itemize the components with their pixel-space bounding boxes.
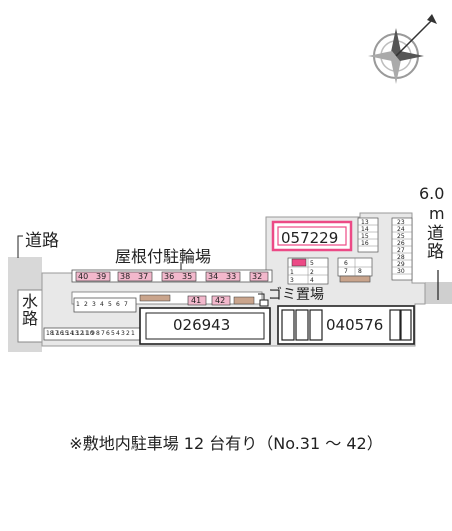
stall-label: 38 [120, 272, 131, 281]
lot-number: 6 [344, 260, 348, 267]
lot-number: 4 [116, 330, 120, 337]
lot-number: 10 [86, 330, 94, 337]
bike-stall [117, 271, 153, 282]
lot-number: 6 [116, 301, 120, 308]
road-unit-label: m [429, 204, 445, 223]
lot-number: 14 [361, 226, 369, 233]
lot-number: 3 [121, 330, 125, 337]
lot-number: 15 [361, 233, 369, 240]
lot-number: 29 [397, 261, 405, 268]
stall-label: 42 [215, 296, 226, 305]
stall-label: 41 [191, 296, 202, 305]
lot-number: 28 [397, 254, 405, 261]
lot-number: 3 [92, 301, 96, 308]
lot-number: 26 [397, 240, 405, 247]
bike-stall [161, 271, 197, 282]
stall-label: 35 [182, 272, 193, 281]
lot-number: 23 [397, 219, 405, 226]
lot-number: 7 [101, 330, 105, 337]
lot-number: 30 [397, 268, 405, 275]
lot-number: 7 [124, 301, 128, 308]
lot-number: 16 [361, 240, 369, 247]
lot-number: 18 [46, 330, 54, 337]
lot-number: 8 [96, 330, 100, 337]
lot-number: 5 [310, 260, 314, 267]
bike-stall [75, 271, 111, 282]
stall-41 [187, 295, 207, 306]
stall-label: 33 [226, 272, 237, 281]
lot-number: 24 [397, 226, 405, 233]
lot-number: 2 [84, 301, 88, 308]
lot-number: 13 [361, 219, 369, 226]
stall-42 [211, 295, 231, 306]
lot-number: 7 [344, 268, 348, 275]
building-040576 [277, 305, 415, 345]
compass-icon [368, 14, 437, 84]
bike-stall [249, 271, 269, 282]
lot-number: 8 [358, 268, 362, 275]
stall-label: 34 [208, 272, 219, 281]
lot-number: 1 [76, 301, 80, 308]
building-026943 [139, 307, 271, 345]
stall-label: 40 [78, 272, 89, 281]
bike-parking-label: 屋根付駐輪場 [115, 247, 212, 266]
lot-number: 6 [106, 330, 110, 337]
road-left-label: 道路 [25, 231, 59, 251]
parking-note: ※敷地内駐車場 12 台有り（No.31 ～ 42） [69, 434, 383, 453]
lot-number: 15 [61, 330, 69, 337]
waterway-label: 水路 [22, 292, 39, 328]
lot-number: 13 [71, 330, 79, 337]
waterway [17, 289, 43, 343]
building-id-057229: 057229 [281, 229, 339, 247]
lot-number: 1 [131, 330, 135, 337]
lot-number: 25 [397, 233, 405, 240]
lot-number: 27 [397, 247, 405, 254]
building-id-040576: 040576 [326, 316, 384, 334]
lot-number: 1 [290, 269, 294, 276]
stall-label: 36 [164, 272, 175, 281]
lot-number: 5 [111, 330, 115, 337]
lot-number: 2 [126, 330, 130, 337]
bike-parking-row [71, 269, 273, 283]
stall-label: 37 [138, 272, 149, 281]
lot-number: 9 [91, 330, 95, 337]
lot-number: 11 [81, 330, 89, 337]
road-width-label: 6.0 [419, 184, 445, 203]
stall-label: 39 [96, 272, 107, 281]
lot-number: 2 [310, 269, 314, 276]
bike-stall [205, 271, 241, 282]
lot-number: 5 [108, 301, 112, 308]
lot-number: 16 [56, 330, 64, 337]
lot-number: 12 [76, 330, 84, 337]
lot-number: 4 [310, 277, 314, 284]
road-right-label: 道路 [427, 224, 444, 262]
lot-number: 14 [66, 330, 74, 337]
lot-number: 3 [290, 277, 294, 284]
lot-number: 17 [51, 330, 59, 337]
garbage-label: ゴミ置場 [268, 287, 324, 303]
lot-number: 4 [100, 301, 104, 308]
stall-label: 32 [252, 272, 263, 281]
building-id-026943: 026943 [173, 316, 231, 334]
